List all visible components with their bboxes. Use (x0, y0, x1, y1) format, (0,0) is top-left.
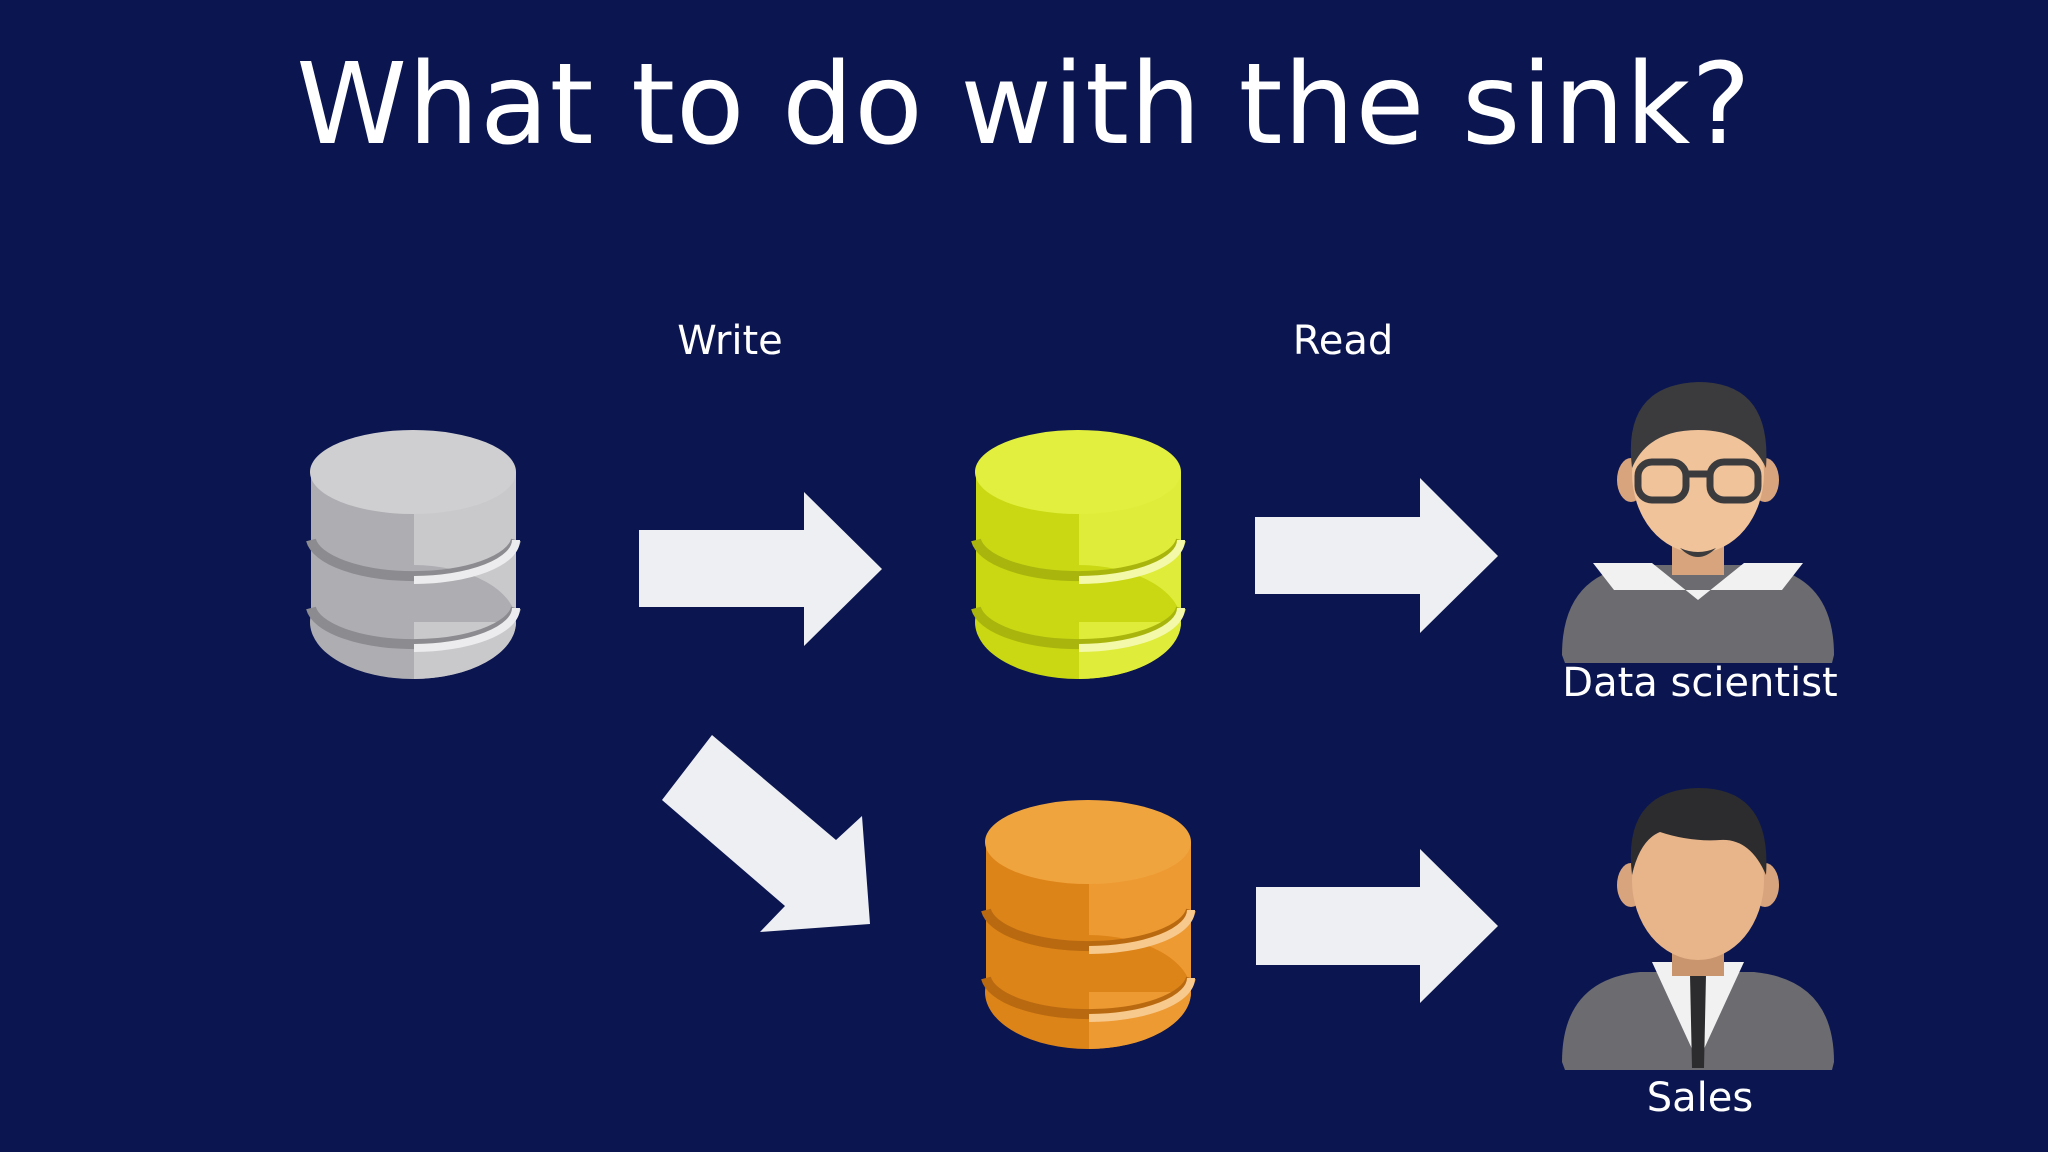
slide-title: What to do with the sink? (296, 40, 1752, 170)
sales-avatar-icon (1562, 788, 1834, 1070)
source-database-icon (306, 430, 521, 679)
data-scientist-avatar-icon (1562, 382, 1834, 663)
write-arrow-icon (639, 492, 882, 646)
yellow-database-icon (971, 430, 1186, 679)
data-scientist-label: Data scientist (1562, 660, 1838, 706)
read-label: Read (1292, 318, 1394, 364)
read-arrow-bottom-icon (1256, 849, 1498, 1003)
diagonal-arrow-icon (662, 735, 870, 932)
sales-label: Sales (1646, 1075, 1754, 1121)
write-label: Write (677, 318, 783, 364)
orange-database-icon (981, 800, 1196, 1049)
read-arrow-top-icon (1255, 478, 1498, 633)
